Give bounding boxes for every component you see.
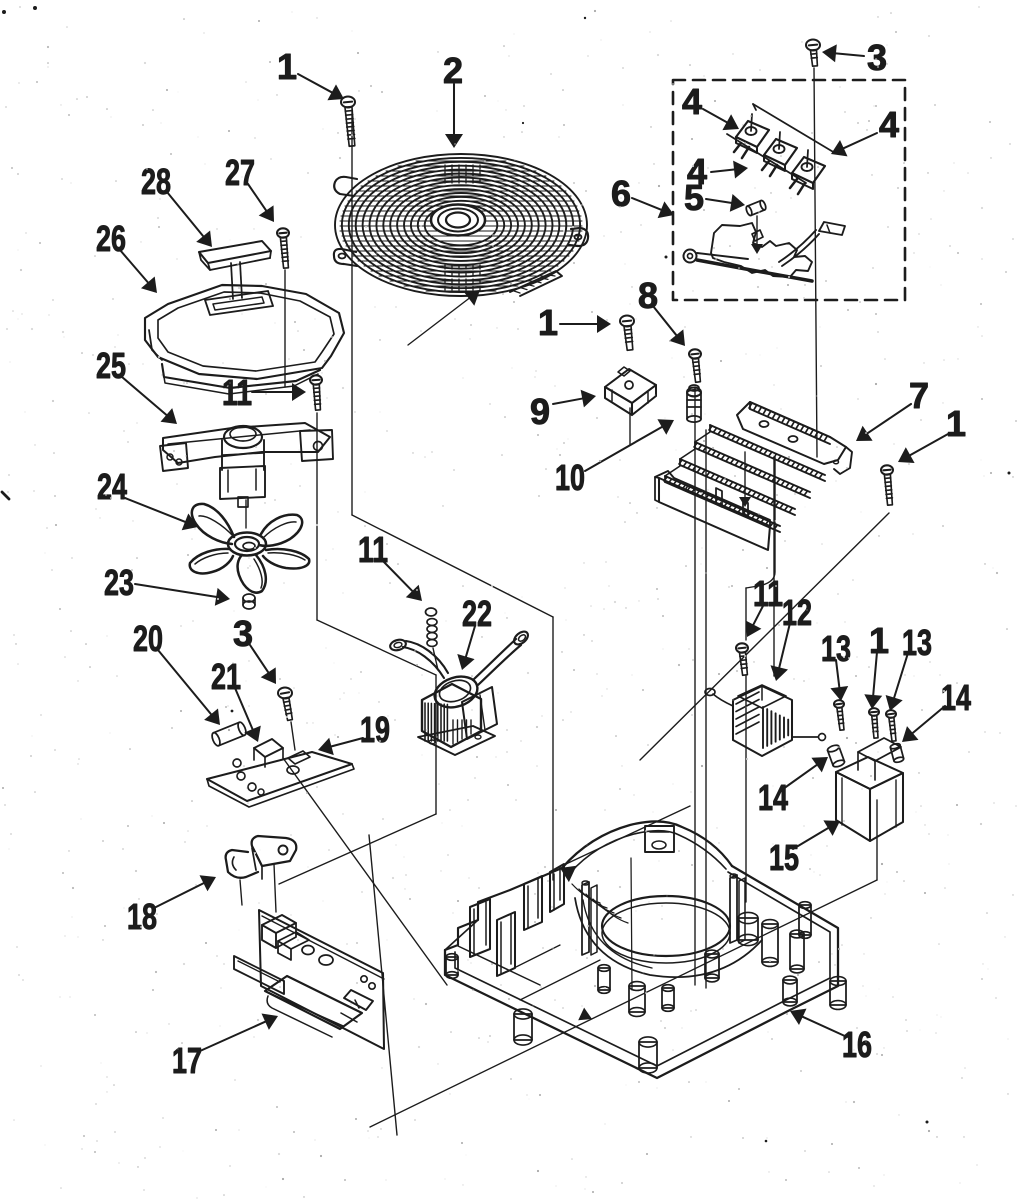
svg-text:11: 11 bbox=[753, 573, 783, 614]
svg-text:10: 10 bbox=[555, 457, 585, 498]
svg-text:17: 17 bbox=[172, 1040, 202, 1081]
svg-text:19: 19 bbox=[360, 709, 390, 750]
svg-text:11: 11 bbox=[358, 529, 388, 570]
svg-text:7: 7 bbox=[909, 375, 929, 416]
svg-text:24: 24 bbox=[97, 466, 127, 507]
svg-text:18: 18 bbox=[127, 896, 157, 937]
svg-text:22: 22 bbox=[462, 593, 492, 634]
svg-text:3: 3 bbox=[867, 37, 887, 78]
svg-text:14: 14 bbox=[758, 777, 788, 818]
svg-text:23: 23 bbox=[104, 562, 134, 603]
svg-text:14: 14 bbox=[941, 677, 971, 718]
svg-text:1: 1 bbox=[538, 302, 558, 343]
svg-text:3: 3 bbox=[233, 613, 253, 654]
svg-text:1: 1 bbox=[277, 46, 297, 87]
svg-text:1: 1 bbox=[869, 620, 889, 661]
svg-text:25: 25 bbox=[96, 345, 126, 386]
svg-text:26: 26 bbox=[96, 218, 126, 259]
svg-text:21: 21 bbox=[211, 656, 241, 697]
svg-text:1: 1 bbox=[946, 403, 966, 444]
svg-text:4: 4 bbox=[879, 104, 899, 145]
svg-text:12: 12 bbox=[782, 592, 812, 633]
svg-text:20: 20 bbox=[133, 618, 163, 659]
svg-text:2: 2 bbox=[443, 50, 463, 91]
svg-text:9: 9 bbox=[530, 391, 550, 432]
svg-text:6: 6 bbox=[611, 173, 631, 214]
svg-text:4: 4 bbox=[687, 151, 707, 192]
svg-text:28: 28 bbox=[141, 161, 171, 202]
svg-text:4: 4 bbox=[682, 81, 702, 122]
svg-text:16: 16 bbox=[842, 1024, 872, 1065]
svg-text:5: 5 bbox=[684, 177, 704, 218]
svg-text:15: 15 bbox=[769, 837, 799, 878]
